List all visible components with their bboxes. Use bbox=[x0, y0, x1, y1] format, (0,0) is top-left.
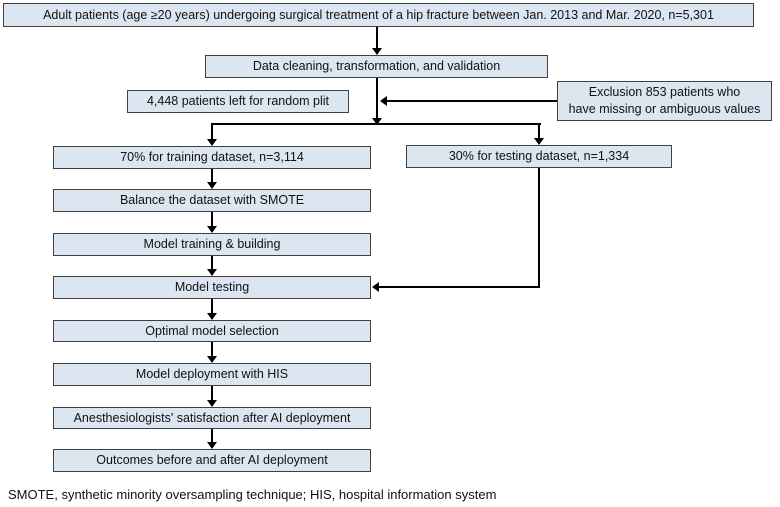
node-exclusion: Exclusion 853 patients who have missing … bbox=[557, 81, 772, 121]
node-optimal-selection-label: Optimal model selection bbox=[145, 323, 279, 338]
connector-testing-to-modeltest-hline bbox=[379, 286, 540, 288]
node-outcomes: Outcomes before and after AI deployment bbox=[53, 449, 371, 472]
node-deployment-his: Model deployment with HIS bbox=[53, 363, 371, 386]
node-outcomes-label: Outcomes before and after AI deployment bbox=[96, 453, 328, 467]
arrowhead-down-icon bbox=[372, 118, 382, 125]
node-testing-dataset: 30% for testing dataset, n=1,334 bbox=[406, 145, 672, 168]
node-balance-smote-label: Balance the dataset with SMOTE bbox=[119, 193, 305, 207]
node-exclusion-line2: have missing or ambiguous values bbox=[568, 102, 761, 116]
connector-split-bar bbox=[211, 123, 541, 125]
node-random-split: 4,448 patients left for random plit bbox=[127, 90, 349, 113]
node-model-training-label: Model training & building bbox=[143, 237, 281, 251]
connector-deployment-to-satisfaction-line bbox=[211, 386, 213, 401]
node-optimal-selection: Optimal model selection bbox=[53, 320, 371, 342]
arrowhead-down-icon bbox=[207, 139, 217, 146]
connector-top-to-cleaning-line bbox=[376, 27, 378, 49]
arrowhead-down-icon bbox=[207, 356, 217, 363]
node-model-training: Model training & building bbox=[53, 233, 371, 256]
arrowhead-down-icon bbox=[372, 48, 382, 55]
node-random-split-label: 4,448 patients left for random plit bbox=[146, 94, 330, 108]
footnote-abbreviations: SMOTE, synthetic minority oversampling t… bbox=[8, 487, 497, 502]
node-data-cleaning-label: Data cleaning, transformation, and valid… bbox=[252, 59, 501, 73]
node-satisfaction: Anesthesiologists' satisfaction after AI… bbox=[53, 407, 371, 429]
connector-modeltrain-to-modeltest-line bbox=[211, 256, 213, 270]
arrowhead-down-icon bbox=[207, 313, 217, 320]
node-deployment-his-label: Model deployment with HIS bbox=[135, 367, 289, 381]
connector-modeltest-to-optimal-line bbox=[211, 299, 213, 314]
node-satisfaction-label: Anesthesiologists' satisfaction after AI… bbox=[73, 410, 351, 425]
connector-satisfaction-to-outcomes-line bbox=[211, 429, 213, 443]
node-model-testing-label: Model testing bbox=[174, 280, 250, 294]
connector-exclusion-line bbox=[387, 100, 557, 102]
arrowhead-down-icon bbox=[207, 442, 217, 449]
node-training-dataset: 70% for training dataset, n=3,114 bbox=[53, 146, 371, 169]
arrowhead-down-icon bbox=[207, 269, 217, 276]
node-testing-dataset-label: 30% for testing dataset, n=1,334 bbox=[448, 149, 630, 163]
arrowhead-down-icon bbox=[207, 182, 217, 189]
node-model-testing: Model testing bbox=[53, 276, 371, 299]
arrowhead-down-icon bbox=[207, 226, 217, 233]
node-data-cleaning: Data cleaning, transformation, and valid… bbox=[205, 55, 548, 78]
connector-optimal-to-deployment-line bbox=[211, 342, 213, 357]
connector-balance-to-modeltrain-line bbox=[211, 212, 213, 227]
node-balance-smote: Balance the dataset with SMOTE bbox=[53, 189, 371, 212]
connector-split-to-testing-line bbox=[538, 123, 540, 139]
connector-training-to-balance-line bbox=[211, 169, 213, 183]
connector-split-to-training-line bbox=[211, 123, 213, 140]
arrowhead-down-icon bbox=[534, 138, 544, 145]
arrowhead-left-icon bbox=[372, 282, 379, 292]
node-training-dataset-label: 70% for training dataset, n=3,114 bbox=[120, 150, 304, 164]
node-adult-patients-label: Adult patients (age ≥20 years) undergoin… bbox=[43, 7, 714, 22]
connector-cleaning-to-split-line bbox=[376, 78, 378, 118]
node-exclusion-line1: Exclusion 853 patients who bbox=[588, 85, 741, 99]
node-adult-patients: Adult patients (age ≥20 years) undergoin… bbox=[3, 3, 754, 27]
arrowhead-down-icon bbox=[207, 400, 217, 407]
arrowhead-left-icon bbox=[380, 96, 387, 106]
connector-testing-to-modeltest-vline bbox=[538, 168, 540, 288]
